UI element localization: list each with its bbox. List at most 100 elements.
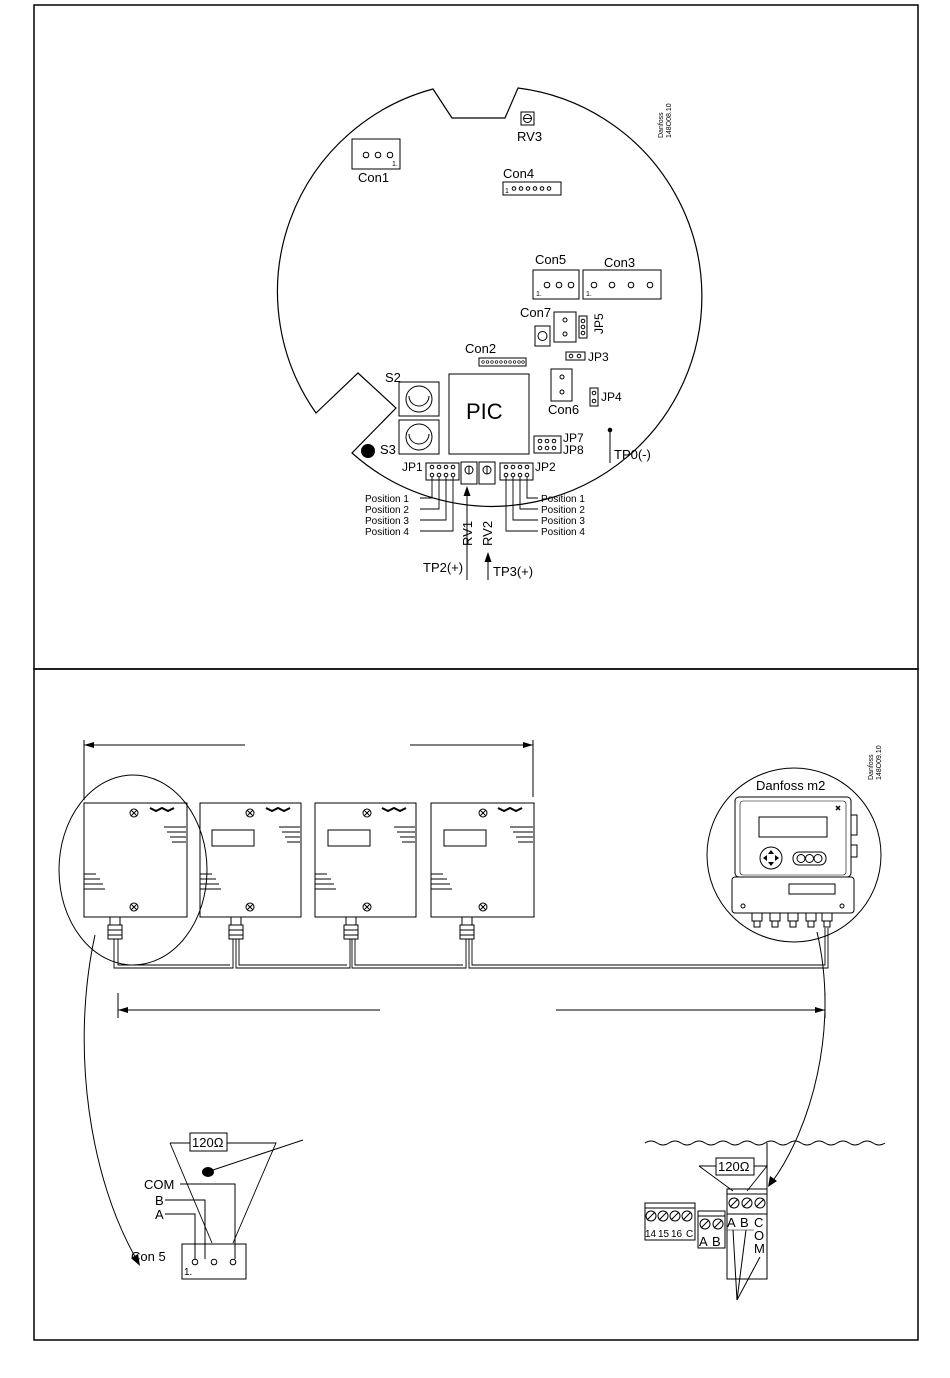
jp3-label: JP3 (588, 350, 609, 364)
pcb-outline (276, 87, 703, 507)
jp1-position-1: Position 1 (365, 494, 409, 505)
terminal-14: 14 (645, 1229, 657, 1240)
con3-label: Con3 (604, 255, 635, 270)
danfoss-logo-icon (835, 805, 841, 811)
con5-pin-marker-detail: 1. (184, 1267, 192, 1278)
pic-chip (448, 373, 530, 455)
bus-cable (113, 928, 829, 969)
danfoss-logo-icon (149, 806, 175, 813)
terminal-a-right: A (727, 1215, 736, 1230)
con5-wiring-detail: 120Ω COM B A 1. Con 5 (131, 1132, 304, 1280)
s3-switch (398, 419, 440, 455)
con6-label: Con6 (548, 402, 579, 417)
terminal-a-mid: A (699, 1234, 708, 1249)
rv1-trimmer (460, 461, 478, 485)
danfoss-logo-icon (265, 806, 291, 813)
terminal-b-mid: B (712, 1234, 721, 1249)
rv2-label: RV2 (480, 521, 495, 546)
jp7-label: JP7 (563, 431, 584, 445)
doc-id-top-line1: Danfoss (658, 112, 665, 138)
jp4-label: JP4 (601, 390, 622, 404)
con4-connector (502, 181, 562, 196)
pcb-diagram: Danfoss 148O08.10 RV3 1. Con1 Con4 1 Con… (276, 87, 703, 580)
con4-label: Con4 (503, 166, 534, 181)
jp3-jumper (565, 351, 586, 361)
con6-connector (550, 368, 573, 402)
jp2-jumper (499, 462, 534, 481)
detector-2 (199, 802, 302, 940)
jp2-position-3: Position 3 (541, 516, 585, 527)
a-label: A (155, 1207, 164, 1222)
jp2-label: JP2 (535, 460, 556, 474)
tp3-arrow (484, 552, 492, 562)
doc-id-bottom-line1: Danfoss (868, 754, 875, 780)
con2-connector (478, 357, 527, 367)
jp1-jumper (425, 462, 460, 481)
tp0-label: TP0(-) (614, 447, 651, 462)
cable-length-dimension-line (117, 993, 826, 1018)
terminal-b-right: B (740, 1215, 749, 1230)
pic-label: PIC (466, 399, 503, 424)
danfoss-logo-icon (497, 806, 523, 813)
s3-label: S3 (380, 442, 396, 457)
controller-highlight-circle (706, 767, 882, 943)
tp2-label: TP2(+) (423, 560, 463, 575)
con7-part (534, 325, 551, 347)
terminal-15: 15 (658, 1229, 670, 1240)
controller-terminal-detail: 14 15 16 C A B 120Ω (644, 1140, 886, 1301)
detector-3 (314, 802, 417, 940)
terminal-c-right: C (754, 1215, 763, 1230)
con3-pin-marker: 1. (586, 291, 592, 298)
rv3-trimmer (520, 111, 535, 126)
jp8-label: JP8 (563, 443, 584, 457)
jp2-position-1: Position 1 (541, 494, 585, 505)
jp5-label: JP5 (592, 313, 606, 334)
top-dimension-line (83, 740, 534, 800)
con5-detail-label: Con 5 (131, 1249, 166, 1264)
tp0-point (607, 427, 613, 433)
terminal-com-m: M (754, 1241, 765, 1256)
controller-display (758, 816, 828, 838)
con1-label: Con1 (358, 170, 389, 185)
terminal-com-o: O (754, 1228, 764, 1243)
detector-4 (430, 802, 535, 940)
tp2-arrow (463, 486, 471, 496)
jp1-position-4: Position 4 (365, 527, 409, 538)
jumper-dot (202, 1167, 214, 1177)
con5-pin-marker: 1. (536, 291, 542, 298)
s3-led (361, 444, 375, 458)
com-label: COM (144, 1177, 174, 1192)
network-diagram: Danfoss 148O09.10 (58, 740, 886, 1301)
jp1-position-2: Position 2 (365, 505, 409, 516)
detector-1 (83, 802, 188, 940)
keypad-icon (759, 846, 783, 870)
cut-edge (644, 1140, 886, 1146)
terminal-c-left: C (686, 1229, 693, 1240)
jp2-position-2: Position 2 (541, 505, 585, 516)
con7-connector (553, 311, 577, 343)
con5-label: Con5 (535, 252, 566, 267)
jp2-position-4: Position 4 (541, 527, 585, 538)
con2-label: Con2 (465, 341, 496, 356)
top-panel-frame (33, 4, 919, 670)
con1-pin-marker: 1. (392, 161, 398, 168)
terminal-16: 16 (671, 1229, 683, 1240)
danfoss-m2-controller (731, 796, 858, 928)
s2-switch (398, 381, 440, 417)
con3-connector (582, 269, 662, 300)
con5-connector-detail (181, 1243, 247, 1280)
jp1-label: JP1 (402, 460, 423, 474)
con4-pin-marker: 1 (505, 188, 509, 195)
jp5-jumper (578, 315, 588, 339)
right-detail-arrow (771, 931, 826, 1183)
tp3-label: TP3(+) (493, 564, 533, 579)
left-detail-arrow (83, 934, 139, 1263)
con5-connector (532, 269, 580, 300)
con7-label: Con7 (520, 305, 551, 320)
bottom-panel-frame (33, 668, 919, 1341)
doc-id-top-line2: 148O08.10 (666, 103, 673, 138)
jp7-jp8-jumpers (533, 435, 562, 454)
con1-connector (351, 138, 401, 170)
jp4-jumper (589, 387, 599, 407)
